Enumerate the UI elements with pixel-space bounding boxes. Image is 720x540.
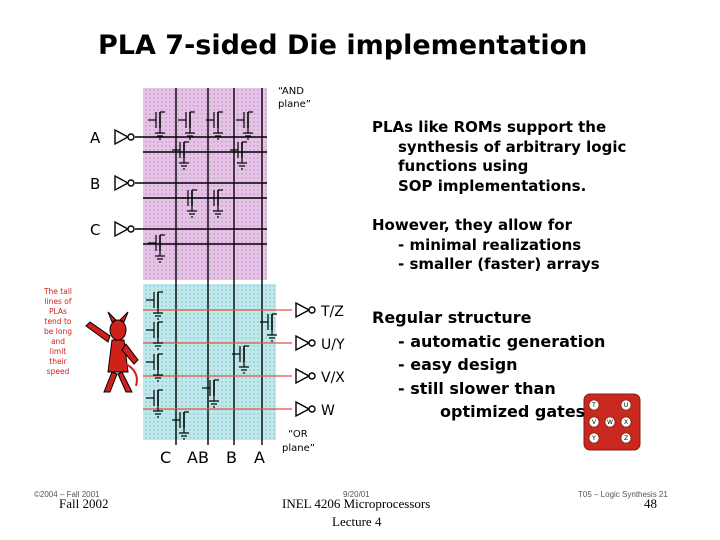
footer-lecture: Lecture 4 <box>332 514 382 529</box>
die-dot-x: X <box>624 419 628 426</box>
output-buffer-tz <box>295 302 316 318</box>
die-dot-w: W <box>607 419 613 426</box>
ghost-footer-left: ©2004 – Fall 2001 <box>34 490 100 499</box>
footer-term: Fall 2002 <box>59 496 109 511</box>
die-dot-y: Y <box>591 435 596 442</box>
or-plane-label-line2: plane” <box>282 443 315 454</box>
die-dot-z: Z <box>624 435 628 442</box>
die-icon: T U V W X Y Z <box>583 393 641 451</box>
annotation-line-4: tend to <box>45 317 72 326</box>
output-label-w: W <box>321 403 335 419</box>
input-label-a: A <box>90 129 101 147</box>
output-label-uy: U/Y <box>321 337 345 353</box>
die-dot-v: V <box>592 419 597 426</box>
annotation-line-3: PLAs <box>49 307 67 316</box>
ghost-footer-center: 9/20/01 <box>343 490 370 499</box>
bottom-label-b: B <box>226 448 237 467</box>
footer-course: INEL 4206 Microprocessors <box>282 496 431 511</box>
input-label-b: B <box>90 175 100 193</box>
and-plane <box>143 88 267 280</box>
point-rom-comparison: PLAs like ROMs support the synthesis of … <box>372 118 627 195</box>
annotation-line-1: The tall <box>43 287 72 296</box>
slide-title: PLA 7-sided Die implementation <box>98 30 588 61</box>
output-buffer-w <box>295 401 316 417</box>
bottom-label-a: A <box>254 448 265 467</box>
bottom-label-ab: AB <box>187 448 209 467</box>
annotation-line-9: speed <box>47 367 70 376</box>
output-buffer-uy <box>295 335 316 351</box>
product-lines <box>175 88 263 445</box>
or-plane-label-line1: “OR <box>288 429 308 440</box>
input-wires <box>135 136 267 245</box>
annotation-line-6: and <box>51 337 65 346</box>
and-plane-label-line1: “AND <box>278 86 304 97</box>
or-plane <box>143 284 276 440</box>
annotation-line-8: their <box>49 357 67 366</box>
point-regular-structure: Regular structure - automatic generation… <box>372 308 606 421</box>
output-buffer-vx <box>295 368 316 384</box>
annotation-line-2: lines of <box>44 297 71 306</box>
point-advantages: However, they allow for - minimal realiz… <box>372 216 600 273</box>
annotation-line-5: be long <box>44 327 72 336</box>
and-plane-label-line2: plane” <box>278 99 311 110</box>
ghost-footer-right: T05 – Logic Synthesis 21 <box>578 490 668 499</box>
die-dot-u: U <box>624 402 628 409</box>
input-buffer-a <box>114 129 135 145</box>
bottom-label-c: C <box>160 448 171 467</box>
die-dot-t: T <box>591 402 596 409</box>
or-lines <box>143 309 292 410</box>
page-number: 48 <box>644 496 657 511</box>
input-buffer-b <box>114 175 135 191</box>
input-label-c: C <box>90 221 100 239</box>
devil-figure-icon <box>85 311 139 393</box>
input-buffer-c <box>114 221 135 237</box>
output-label-vx: V/X <box>321 370 345 386</box>
annotation-line-7: limit <box>50 347 67 356</box>
output-label-tz: T/Z <box>320 304 344 320</box>
